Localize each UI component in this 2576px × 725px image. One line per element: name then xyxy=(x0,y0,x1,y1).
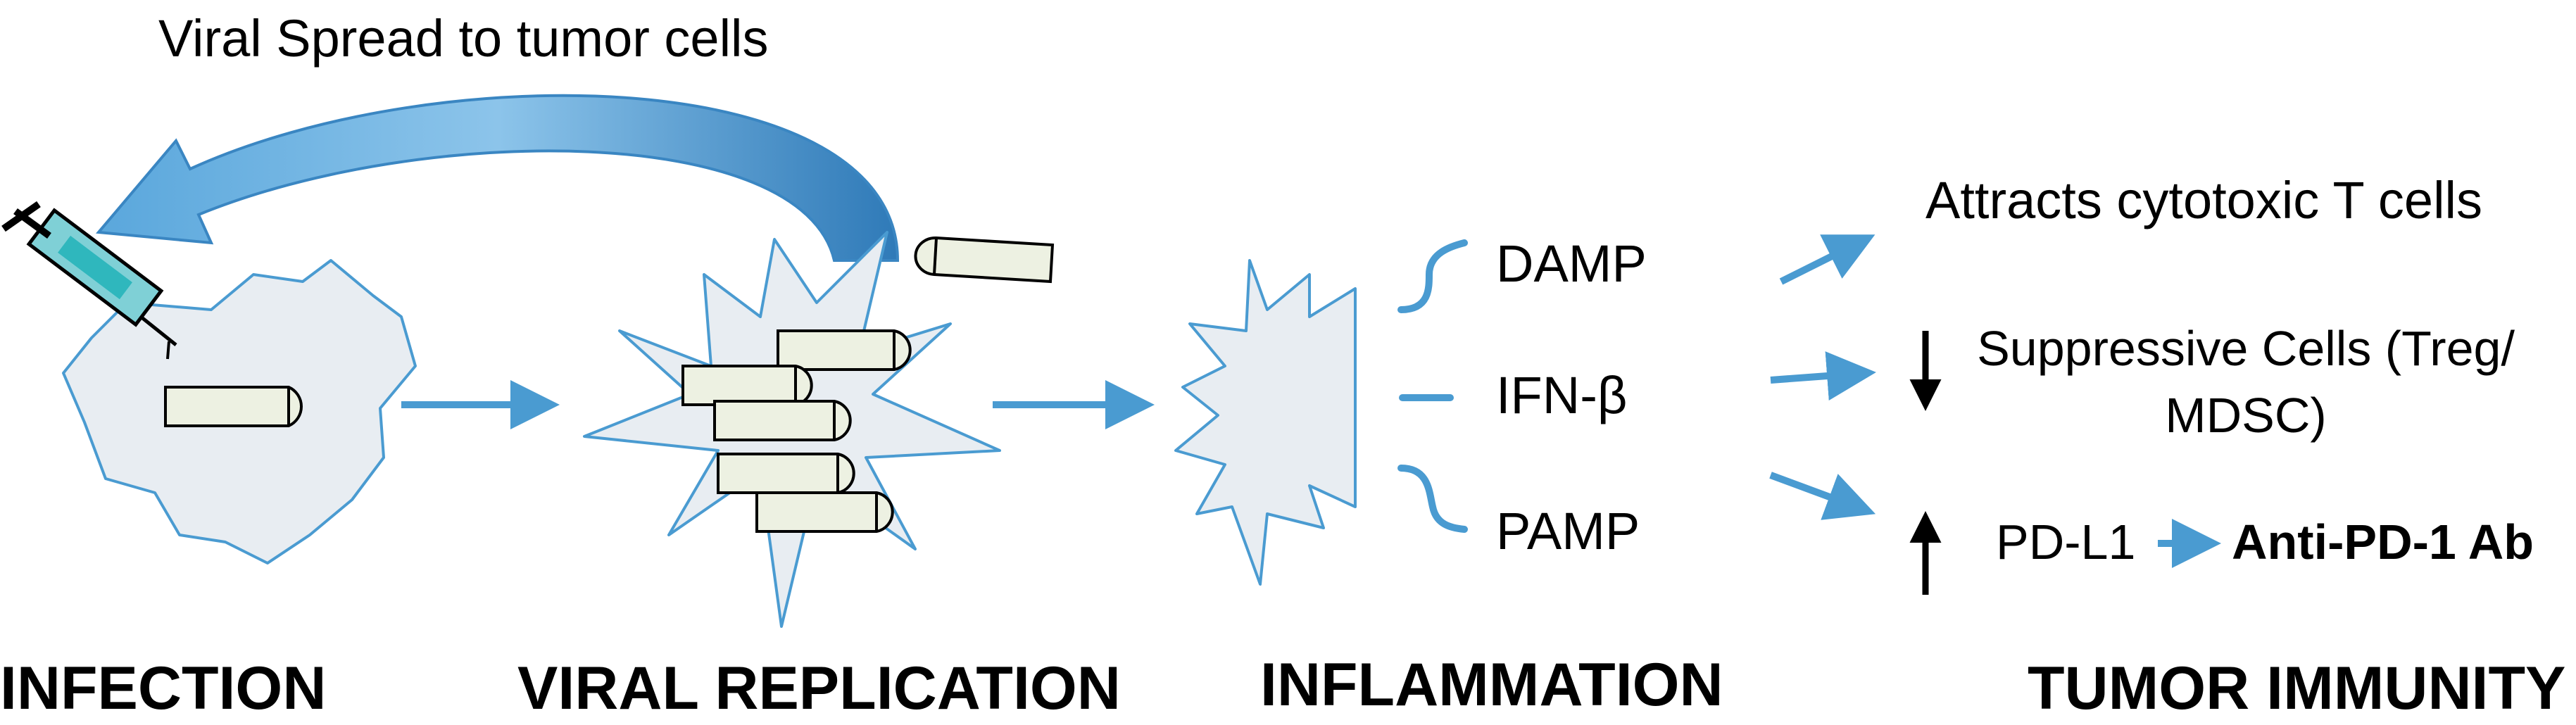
outcome-suppressive-cells-line2: MDSC) xyxy=(2165,388,2327,443)
pamp-signal-icon xyxy=(1397,465,1468,533)
viral-spread-arc-arrow xyxy=(95,94,900,262)
outcome-anti-pd-1-ab: Anti-PD-1 Ab xyxy=(2232,515,2534,569)
inflamed-cell xyxy=(1174,259,1357,586)
arrow-to-pdl1 xyxy=(1769,472,1876,520)
arrow-to-attracts xyxy=(1779,234,1876,285)
signal-label-damp: DAMP xyxy=(1496,234,1647,293)
syringe-icon xyxy=(1,201,177,360)
arrow-to-suppressive xyxy=(1770,351,1876,401)
outcome-suppressive-cells-line1: Suppressive Cells (Treg/ xyxy=(1977,321,2515,376)
stage-label-infection: INFECTION xyxy=(0,655,327,722)
damp-signal-icon xyxy=(1397,239,1468,313)
signal-label-pamp: PAMP xyxy=(1496,502,1640,560)
replicating-virus-cluster xyxy=(681,236,1055,533)
arc-label: Viral Spread to tumor cells xyxy=(158,9,769,68)
outcome-pd-l1: PD-L1 xyxy=(1996,515,2136,569)
outcome-attracts-t-cells: Attracts cytotoxic T cells xyxy=(1925,171,2482,229)
stage-label-viral-replication: VIRAL REPLICATION xyxy=(517,655,1121,722)
signal-label-ifn-beta: IFN-β xyxy=(1496,366,1628,424)
stage-label-tumor-immunity: TUMOR IMMUNITY xyxy=(2028,655,2566,722)
virus-particle-icon xyxy=(164,386,303,427)
stage-label-inflammation: INFLAMMATION xyxy=(1260,651,1723,719)
